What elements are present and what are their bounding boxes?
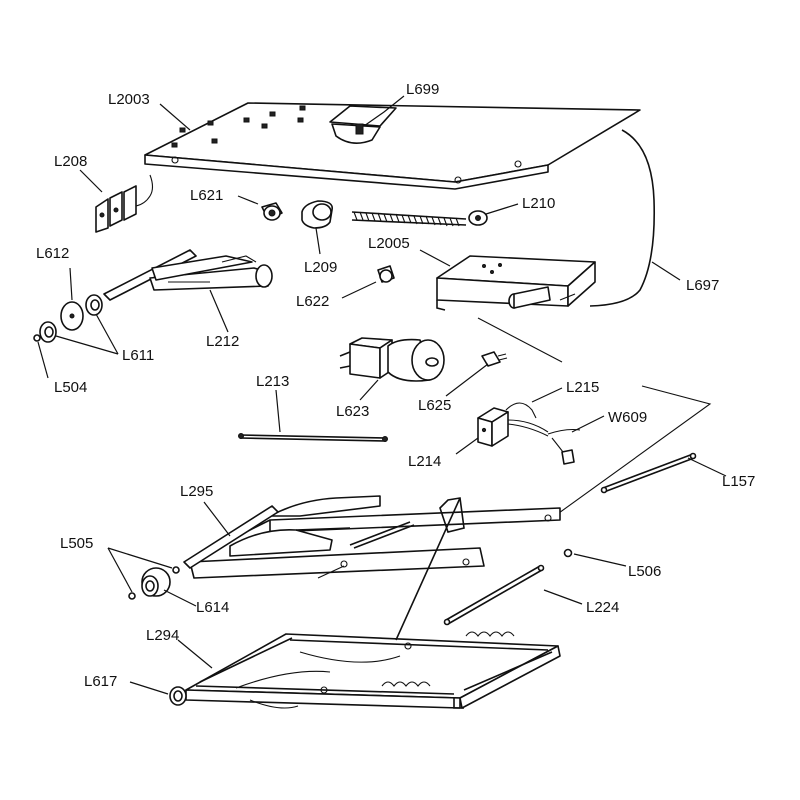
part-L157-rod[interactable] xyxy=(600,452,697,494)
part-L213-rod[interactable] xyxy=(238,433,388,442)
label-L212: L212 xyxy=(206,333,239,350)
label-L2005: L2005 xyxy=(368,235,410,252)
label-L2003: L2003 xyxy=(108,91,150,108)
label-L621: L621 xyxy=(190,187,223,204)
label-L214: L214 xyxy=(408,453,441,470)
part-L214-switch[interactable] xyxy=(477,407,509,447)
label-L617: L617 xyxy=(84,673,117,690)
label-L224: L224 xyxy=(586,599,619,616)
part-L209-spacer[interactable] xyxy=(301,200,334,229)
label-L295: L295 xyxy=(180,483,213,500)
part-L210-spring[interactable] xyxy=(351,210,488,227)
label-L208: L208 xyxy=(54,153,87,170)
label-L625: L625 xyxy=(418,397,451,414)
leader-lines xyxy=(37,95,727,695)
label-L697: L697 xyxy=(686,277,719,294)
label-L210: L210 xyxy=(522,195,555,212)
part-L212-arm[interactable] xyxy=(103,249,273,301)
part-labels: L2003 L699 L208 L621 L210 L209 L612 L200… xyxy=(36,81,755,690)
label-L614: L614 xyxy=(196,599,229,616)
part-L614-pulley[interactable] xyxy=(141,567,171,597)
label-L213: L213 xyxy=(256,373,289,390)
part-L504-pin[interactable] xyxy=(33,334,41,342)
part-L611-bushing-lower[interactable] xyxy=(39,321,57,343)
part-L208-clip[interactable] xyxy=(95,174,154,233)
label-L699: L699 xyxy=(406,81,439,98)
label-L505: L505 xyxy=(60,535,93,552)
part-L612-washer[interactable] xyxy=(60,301,84,331)
label-L209: L209 xyxy=(304,259,337,276)
label-L622: L622 xyxy=(296,293,329,310)
part-middle-frame[interactable] xyxy=(189,495,561,579)
label-L294: L294 xyxy=(146,627,179,644)
part-L2005-housing[interactable] xyxy=(436,255,596,311)
part-L625-connector[interactable] xyxy=(481,351,508,367)
label-L612: L612 xyxy=(36,245,69,262)
part-L621-bushing[interactable] xyxy=(261,202,283,221)
part-L623-motor[interactable] xyxy=(339,337,445,382)
part-L215-wiring[interactable] xyxy=(505,402,549,437)
part-L697-cable[interactable] xyxy=(589,129,656,307)
part-L622-nut[interactable] xyxy=(377,265,395,283)
part-L699-bracket[interactable] xyxy=(329,105,397,144)
part-W609-wire-plug[interactable] xyxy=(547,428,581,465)
label-W609: W609 xyxy=(608,409,647,426)
part-L2003-top-plate[interactable] xyxy=(144,102,641,190)
part-L505-pin-lower[interactable] xyxy=(128,592,136,600)
label-L623: L623 xyxy=(336,403,369,420)
part-L506-screw[interactable] xyxy=(563,548,573,558)
label-L506: L506 xyxy=(628,563,661,580)
part-harness-lines xyxy=(477,317,712,519)
label-L504: L504 xyxy=(54,379,87,396)
label-L157: L157 xyxy=(722,473,755,490)
part-L617-pulley[interactable] xyxy=(169,686,187,706)
part-L611-bushing-upper[interactable] xyxy=(85,294,103,316)
label-L215: L215 xyxy=(566,379,599,396)
part-L295-rod[interactable] xyxy=(183,505,279,569)
label-L611: L611 xyxy=(122,347,154,364)
part-L294-bottom-tray[interactable] xyxy=(185,497,561,709)
part-L505-pin-upper[interactable] xyxy=(172,566,180,574)
part-L224-rod[interactable] xyxy=(443,564,545,626)
